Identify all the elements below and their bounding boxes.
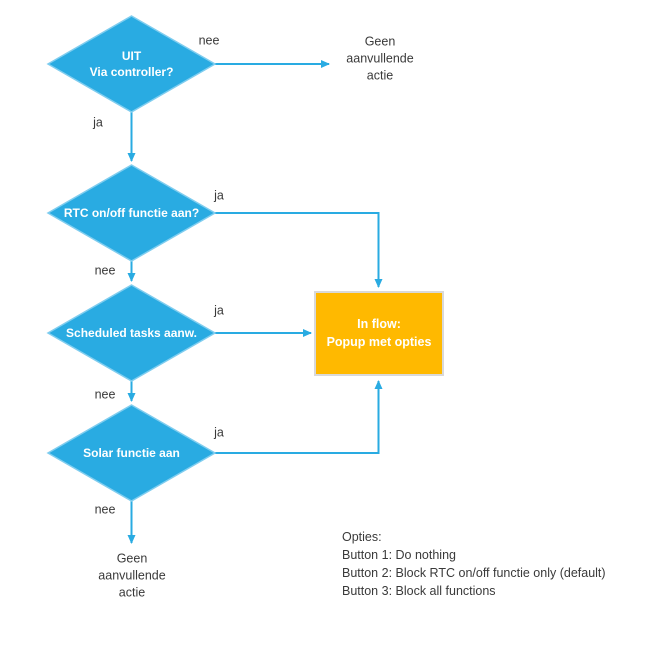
decision-uit-via-controller	[46, 15, 217, 113]
opties-legend: Opties: Button 1: Do nothing Button 2: B…	[342, 528, 606, 600]
opties-title: Opties:	[342, 530, 382, 544]
decision-scheduled-label: Scheduled tasks aanw.	[66, 326, 197, 340]
opties-button-2: Button 2: Block RTC on/off functie only …	[342, 566, 606, 580]
decision-rtc-onoff-functie	[46, 164, 217, 262]
edge-label-d3-ja: ja	[214, 303, 224, 318]
edge-label-d1-ja: ja	[93, 115, 103, 130]
opties-button-3: Button 3: Block all functions	[342, 584, 496, 598]
edge-label-d2-ja: ja	[214, 188, 224, 203]
edge-d4-ja-to-popup-bottom	[215, 380, 383, 454]
process-popup-box	[314, 291, 444, 376]
edge-label-d1-nee: nee	[198, 33, 220, 48]
end-node-bottom-label: Geen aanvullende actie	[98, 551, 166, 600]
edge-d2-ja-to-popup-top	[215, 212, 383, 288]
decision-solar-label: Solar functie aan	[83, 446, 180, 460]
edge-label-d2-nee: nee	[94, 263, 116, 278]
decision-scheduled-tasks	[46, 284, 217, 382]
decision-solar-functie	[46, 404, 217, 502]
edge-label-d4-nee: nee	[94, 502, 116, 517]
process-popup-label: In flow: Popup met opties	[326, 317, 432, 349]
edge-label-d4-ja: ja	[214, 425, 224, 440]
opties-button-1: Button 1: Do nothing	[342, 548, 456, 562]
edge-label-d3-nee: nee	[94, 387, 116, 402]
decision-uit-label: UIT Via controller?	[89, 49, 174, 79]
decision-rtc-label: RTC on/off functie aan?	[63, 206, 200, 220]
end-node-top-label: Geen aanvullende actie	[346, 34, 414, 83]
